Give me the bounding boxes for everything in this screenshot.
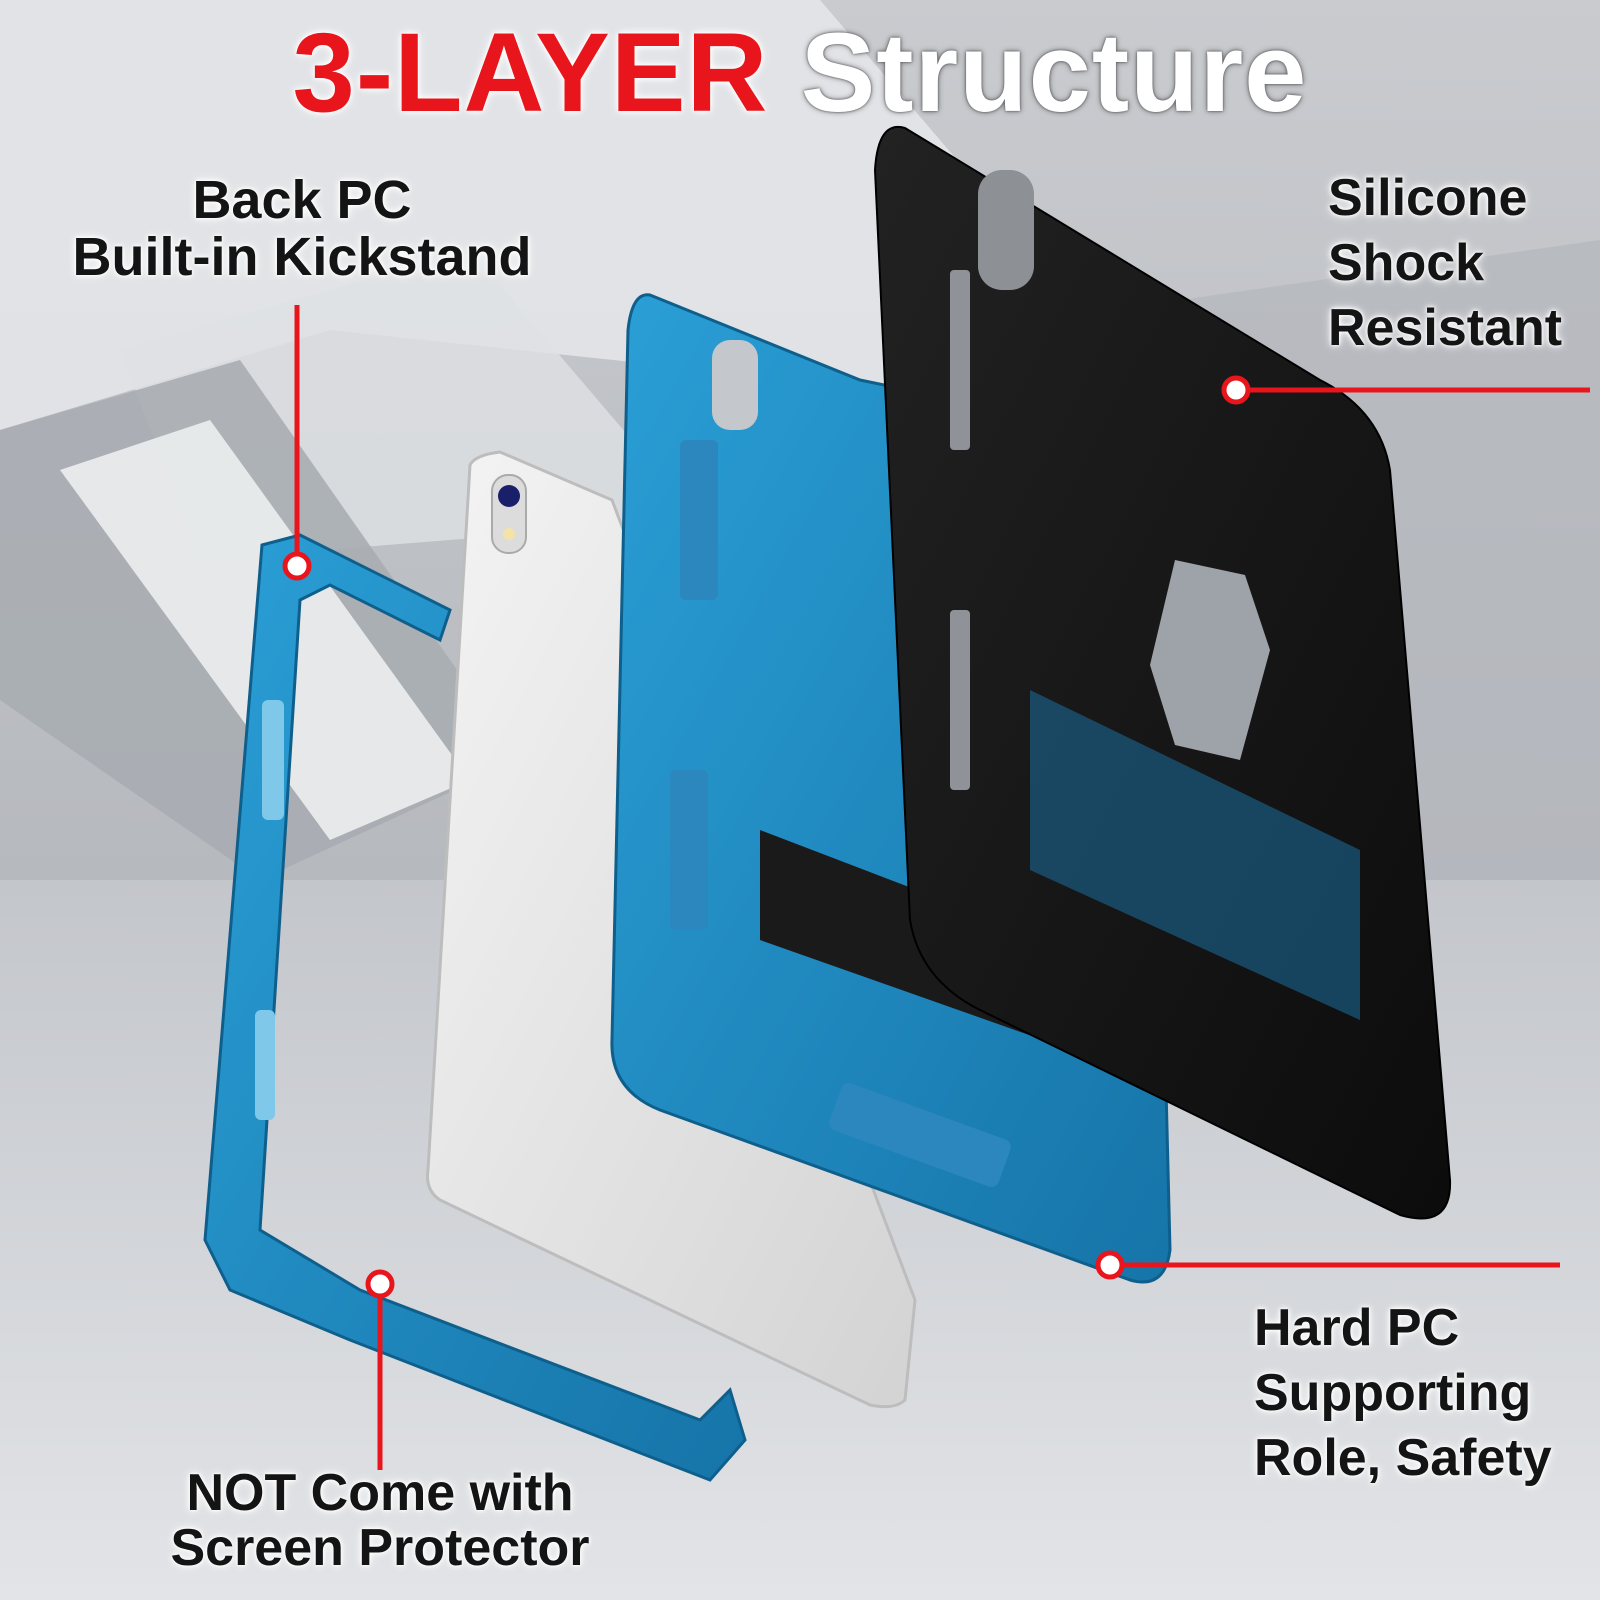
callout-back-pc-line-2: Built-in Kickstand (72, 227, 532, 288)
callout-hard-pc: Hard PC Supporting Role, Safety (1254, 1296, 1552, 1491)
callout-back-pc-line-1: Back PC (192, 170, 412, 230)
blue-shell-camera-cutout (712, 340, 758, 430)
page-title: 3-LAYER Structure (0, 8, 1600, 137)
callout-screen-protector: NOT Come with Screen Protector (130, 1464, 630, 1578)
back-pc-pointer-dot (282, 551, 312, 581)
title-accent: 3-LAYER (292, 10, 769, 135)
black-shell-camera-cutout (978, 170, 1034, 290)
callout-pointers (282, 305, 1590, 1470)
callout-back-pc: Back PC Built-in Kickstand (72, 170, 532, 288)
black-shell-logo-cutout (1150, 560, 1270, 760)
callout-hard-pc-line-1: Hard PC (1254, 1299, 1460, 1357)
silicone-pointer-dot (1221, 375, 1251, 405)
callout-screen-line-2: Screen Protector (170, 1519, 590, 1578)
black-silicone-shell (873, 125, 1452, 1220)
hard-pc-pointer-dot (1095, 1250, 1125, 1280)
title-rest: Structure (800, 10, 1308, 135)
callout-silicone-line-1: Silicone (1328, 169, 1528, 227)
callout-hard-pc-line-3: Role, Safety (1254, 1429, 1552, 1487)
tablet-camera-lens (498, 485, 520, 507)
blue-bumper-frame (203, 533, 747, 1482)
callout-hard-pc-line-2: Supporting (1254, 1364, 1532, 1422)
callout-screen-line-1: NOT Come with (186, 1464, 574, 1522)
screen-pointer-dot (365, 1269, 395, 1299)
callout-silicone-line-2: Shock (1328, 234, 1485, 292)
callout-silicone-line-3: Resistant (1328, 299, 1563, 357)
callout-silicone: Silicone Shock Resistant (1328, 166, 1562, 361)
